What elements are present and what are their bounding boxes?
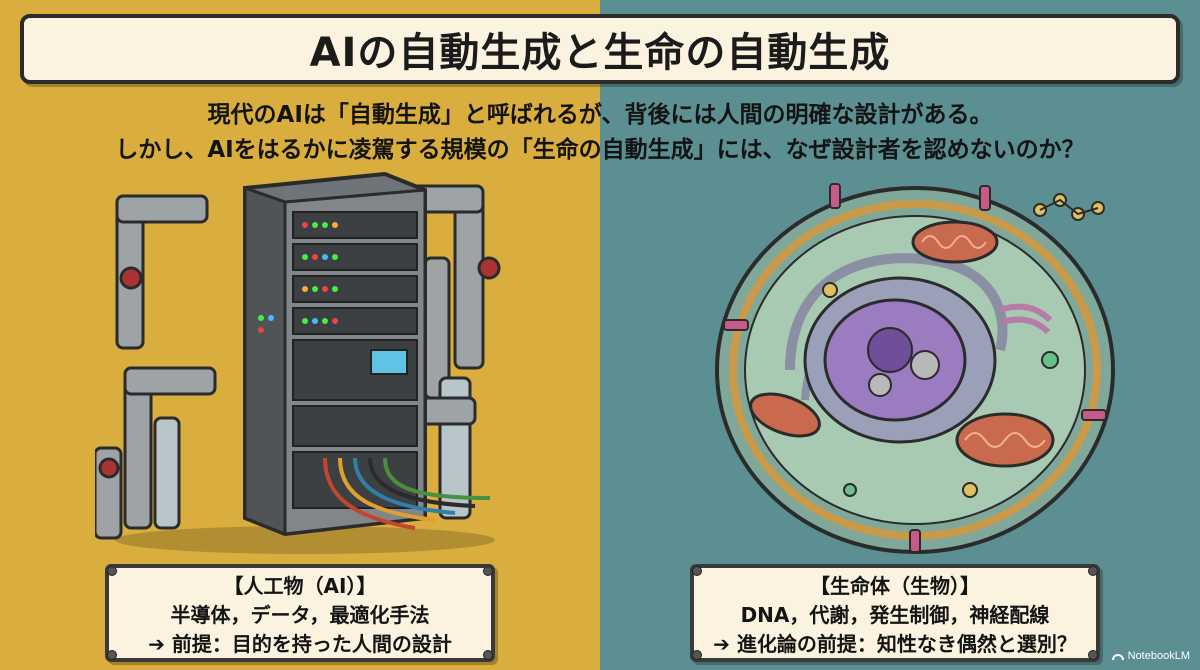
right-label-box: 【生命体（生物）】 DNA，代謝，発生制御，神経配線 ➔ 進化論の前提：知性なき… [690, 564, 1100, 662]
title-banner: AIの自動生成と生命の自動生成 [20, 14, 1180, 84]
subtitle-line-2: しかし、AIをはるかに凌駕する規模の「生命の自動生成」には、なぜ設計者を認めない… [115, 137, 1085, 163]
notebooklm-logo-icon [1111, 654, 1124, 661]
left-label-items: 半導体，データ，最適化手法 [170, 603, 430, 627]
rivet-decoration [692, 566, 702, 576]
left-label-premise: ➔ 前提：目的を持った人間の設計 [148, 632, 452, 656]
watermark-text: NotebookLM [1127, 650, 1190, 662]
right-label-title: 【生命体（生物）】 [810, 574, 980, 598]
left-label-box: 【人工物（AI）】 半導体，データ，最適化手法 ➔ 前提：目的を持った人間の設計 [105, 564, 495, 662]
right-label-premise: ➔ 進化論の前提：知性なき偶然と選別？ [713, 632, 1077, 656]
left-label-title: 【人工物（AI）】 [223, 574, 377, 598]
rivet-decoration [107, 566, 117, 576]
page-title: AIの自動生成と生命の自動生成 [309, 30, 891, 76]
rivet-decoration [692, 650, 702, 660]
rivet-decoration [1088, 650, 1098, 660]
notebooklm-watermark: NotebookLM [1111, 650, 1190, 662]
rivet-decoration [483, 566, 493, 576]
rivet-decoration [107, 650, 117, 660]
rivet-decoration [1088, 566, 1098, 576]
right-label-items: DNA，代謝，発生制御，神経配線 [740, 603, 1050, 627]
server-rack-icon [95, 171, 501, 554]
rivet-decoration [483, 650, 493, 660]
cell-icon [715, 183, 1115, 554]
subtitle-line-1: 現代のAIは「自動生成」と呼ばれるが、背後には人間の明確な設計がある。 [207, 102, 993, 128]
